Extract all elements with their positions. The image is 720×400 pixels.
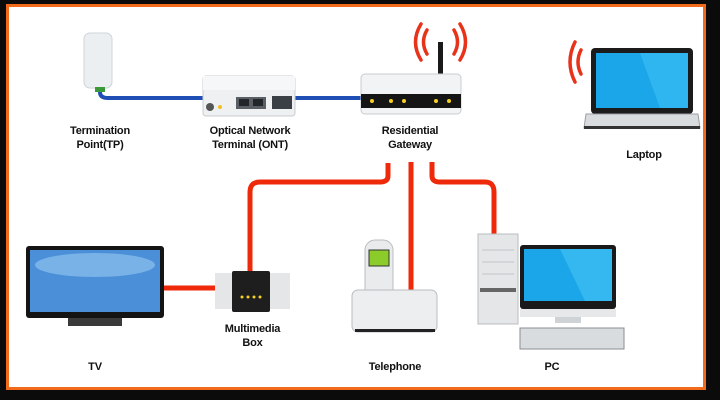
label-gateway: Residential Gateway: [365, 124, 455, 152]
label-multimedia-box: Multimedia Box: [210, 322, 295, 350]
tv-icon: [26, 246, 164, 326]
termination-point-icon: [83, 32, 113, 92]
label-laptop: Laptop: [626, 149, 662, 161]
label-line: Termination: [70, 125, 130, 137]
label-line: Multimedia: [224, 323, 281, 335]
wifi-signal-icon: [413, 22, 468, 62]
label-termination-point: Termination Point(TP): [60, 124, 140, 152]
telephone-icon: [351, 239, 438, 333]
label-pc: PC: [544, 361, 560, 373]
label-tv: TV: [88, 361, 102, 373]
keyboard-icon: [519, 327, 625, 350]
label-line: Residential: [381, 125, 439, 137]
label-line: Gateway: [388, 139, 432, 151]
label-telephone: Telephone: [368, 361, 422, 373]
label-line: Point(TP): [76, 139, 124, 151]
laptop-icon: [583, 48, 701, 129]
label-ont: Optical Network Terminal (ONT): [190, 124, 310, 152]
ont-icon: [202, 75, 296, 117]
residential-gateway-icon: [360, 42, 462, 115]
label-line: Terminal (ONT): [212, 139, 288, 151]
label-line: Optical Network: [209, 125, 291, 137]
fiber-link-tp-ont: [98, 91, 210, 100]
multimedia-box-icon: [215, 271, 290, 312]
ethernet-link-gateway-mmbox: [247, 163, 391, 272]
laptop-wifi-icon: [568, 40, 583, 84]
pc-monitor-icon: [520, 245, 616, 323]
pc-tower-icon: [477, 233, 519, 325]
label-line: Box: [242, 337, 263, 349]
ethernet-link-gateway-pc: [429, 162, 497, 236]
